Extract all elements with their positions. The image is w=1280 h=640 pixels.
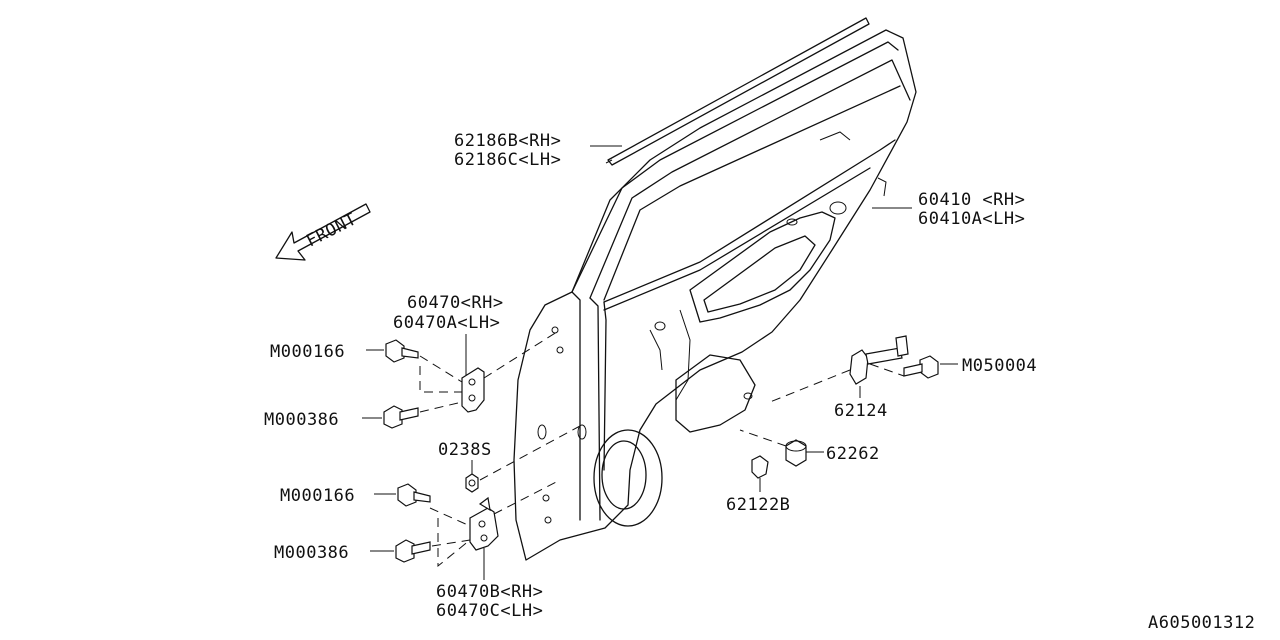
dashline-10 [769,369,851,403]
dashline-2 [419,366,462,393]
label-60470b: 60470B<RH> [436,582,543,602]
clip-62122b-icon [751,455,769,479]
label-m000386-bot: M000386 [274,543,349,563]
bolt-m000386-bot-icon [395,539,431,563]
dashline-9 [493,479,561,515]
dashline-4 [483,329,561,379]
lower-hinge-part [469,496,499,551]
dashline-12 [739,429,787,447]
label-60410: 60410 <RH> [918,190,1025,210]
label-m000166-bot: M000166 [280,486,355,506]
cap-62262-icon [785,439,807,467]
bolt-m000166-bot-icon [397,483,431,507]
dashline-3 [419,401,463,413]
figure-id: A605001312 [1148,613,1255,633]
label-m000386-top: M000386 [264,410,339,430]
bolt-m000386-top-icon [383,405,419,429]
dashline-7 [437,518,471,568]
label-60410a: 60410A<LH> [918,209,1025,229]
label-62124: 62124 [834,401,888,421]
label-m000166-top: M000166 [270,342,345,362]
door-panel-part [513,29,917,561]
bolt-m000166-top-icon [385,339,419,363]
dashline-6 [429,507,471,527]
dashline-1 [419,355,463,383]
door-check-part [849,335,909,385]
label-60470: 60470<RH> [407,293,504,313]
weatherstrip-part [605,17,870,166]
label-62186b: 62186B<RH> [454,131,561,151]
label-0238s: 0238S [438,440,492,460]
nut-0238s-icon [465,473,479,493]
dashline-5 [479,425,581,481]
dashline-8 [431,539,471,547]
label-62262: 62262 [826,444,880,464]
label-62122b: 62122B [726,495,790,515]
front-arrow-icon [275,203,371,261]
label-m050004: M050004 [962,356,1037,376]
front-label: FRONT [303,209,360,251]
label-60470c: 60470C<LH> [436,601,543,621]
label-60470a: 60470A<LH> [393,313,500,333]
bolt-m050004-icon [903,355,939,379]
dashline-11 [869,363,905,377]
label-62186c: 62186C<LH> [454,150,561,170]
upper-hinge-part [461,367,485,413]
